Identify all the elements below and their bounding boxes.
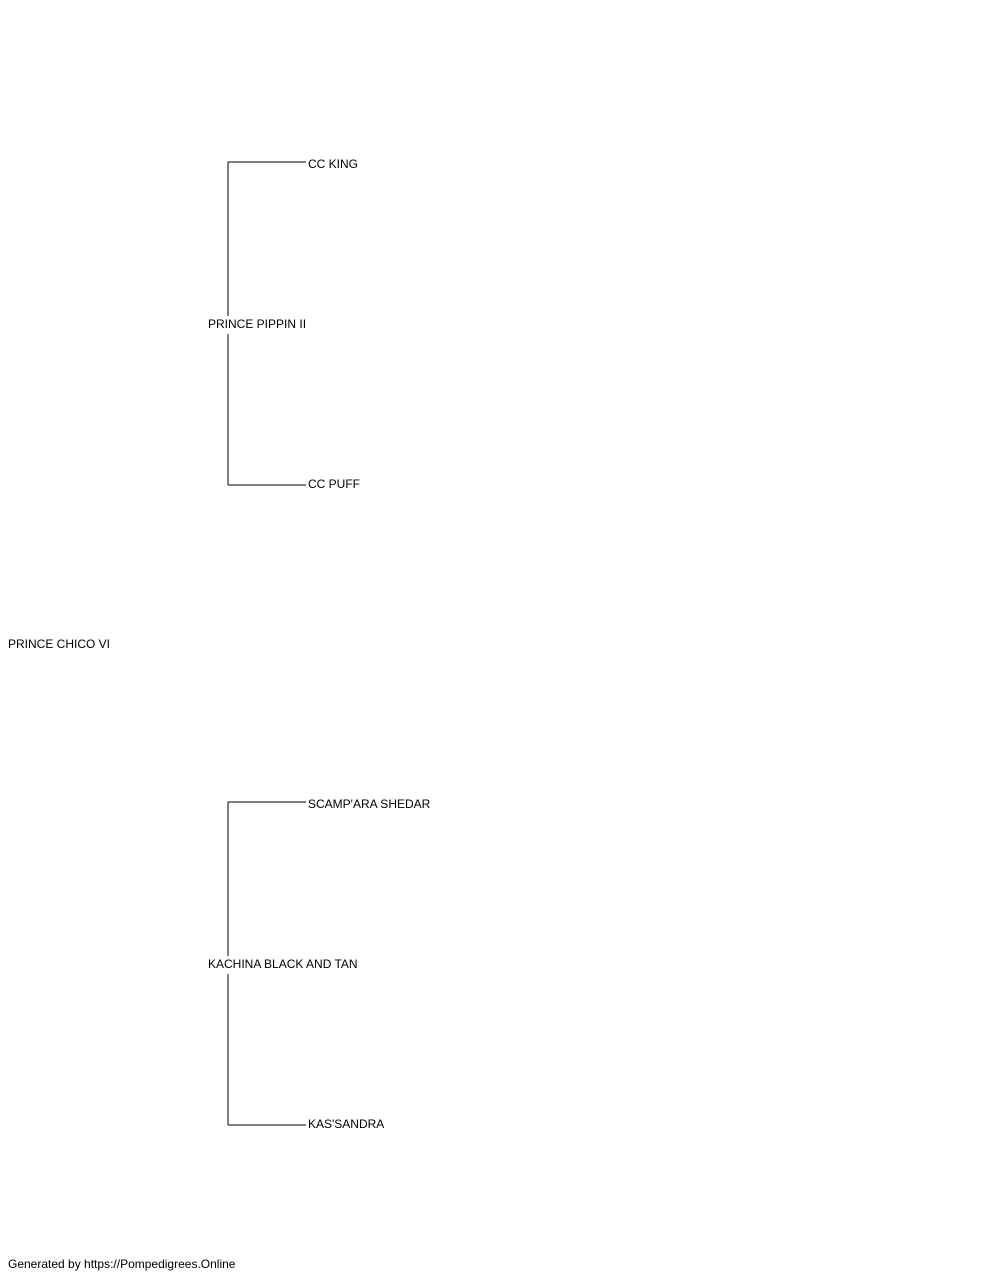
paternal-grandsire-name: CC KING — [308, 157, 359, 171]
generated-by-footer: Generated by https://Pompedigrees.Online — [8, 1257, 236, 1271]
dam-name: KACHINA BLACK AND TAN — [208, 957, 358, 971]
maternal-granddam-name: KAS'SANDRA — [308, 1117, 385, 1131]
paternal-granddam-name: CC PUFF — [308, 477, 360, 491]
subject-name: PRINCE CHICO VI — [8, 637, 111, 651]
sire-name: PRINCE PIPPIN II — [208, 317, 307, 331]
maternal-grandsire-name: SCAMP'ARA SHEDAR — [308, 797, 431, 811]
